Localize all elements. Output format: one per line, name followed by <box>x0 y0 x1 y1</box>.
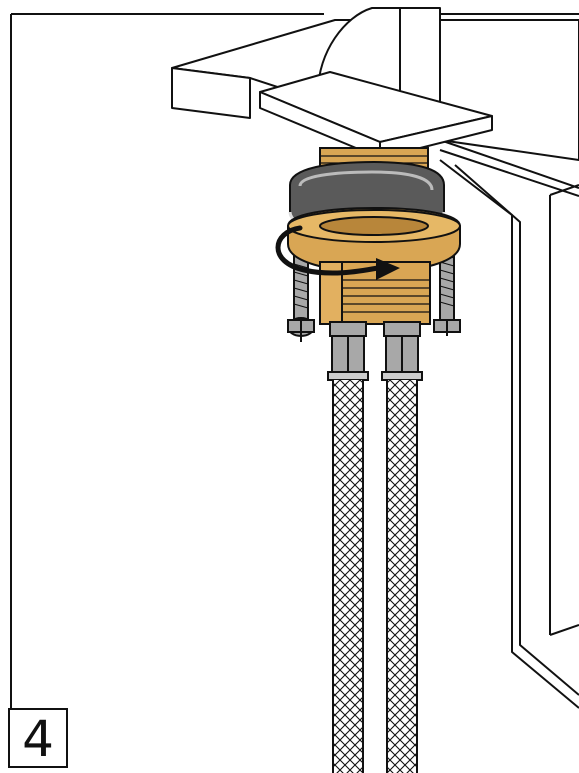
right-braided-hose <box>386 380 418 773</box>
cabinet-wall <box>439 159 579 709</box>
left-braided-hose <box>332 380 364 773</box>
rotation-arrow-icon <box>275 225 400 280</box>
step-number: 4 <box>8 708 68 768</box>
page-border <box>10 13 579 708</box>
hose-connectors <box>327 321 423 381</box>
